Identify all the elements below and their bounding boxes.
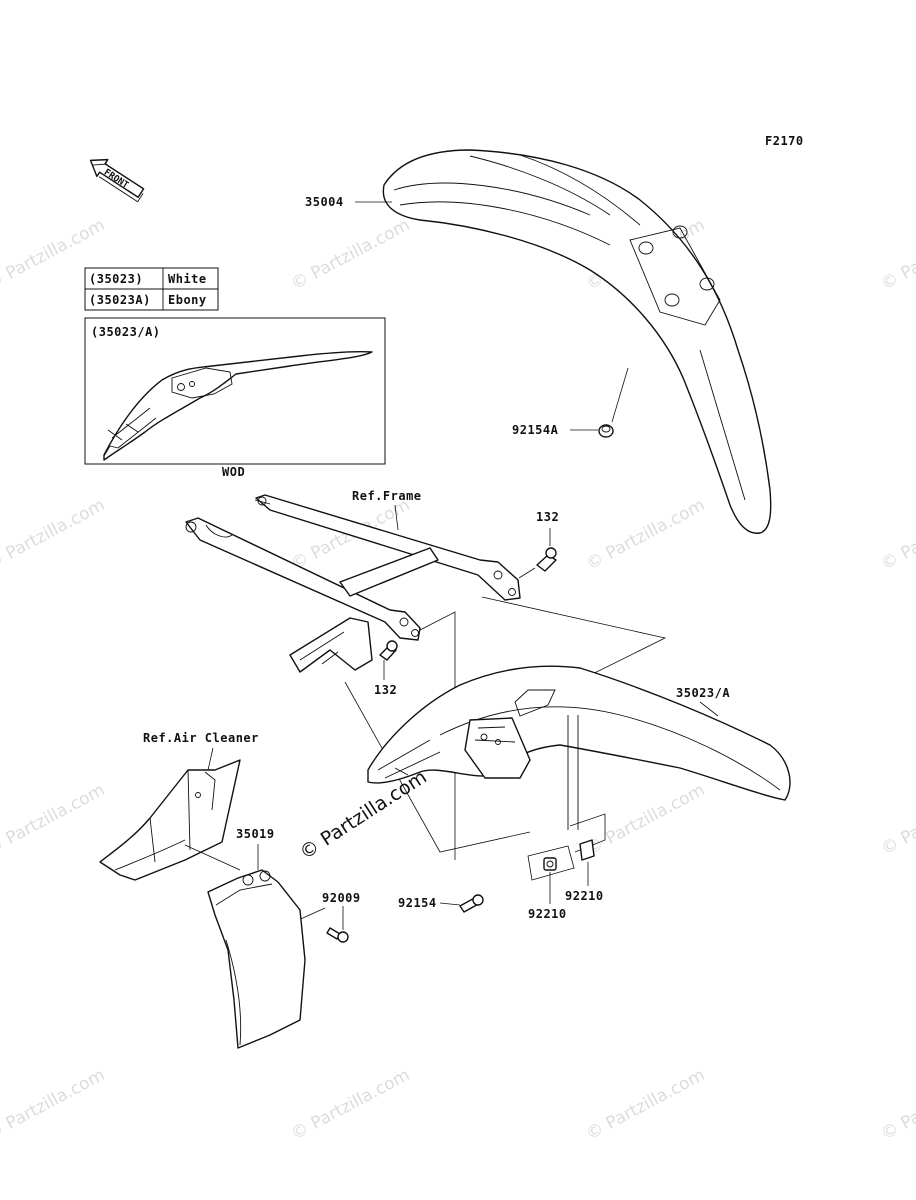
watermark: © Partzilla.com (0, 1065, 108, 1144)
watermark: © Partzilla.com (878, 780, 916, 859)
watermark: © Partzilla.com (878, 1065, 916, 1144)
color-table: (35023) White (35023A) Ebony (84, 267, 219, 311)
color-table-part: (35023) (89, 272, 143, 286)
callout-bolt-left: 132 (374, 683, 397, 697)
callout-front-fender: 35004 (305, 195, 344, 209)
inset-box: (35023/A) WOD (84, 317, 386, 479)
inset-fender-illustration (103, 350, 373, 461)
bolt-92154a: 92154A (512, 367, 629, 438)
callout-flap-bolt: 92009 (322, 891, 361, 905)
nut-92210-left: 92210 (527, 845, 575, 921)
watermark: © Partzilla.com (583, 1065, 708, 1144)
front-arrow-icon: FRONT (89, 158, 145, 203)
callout-nut-right: 92210 (565, 889, 604, 903)
watermark: © Partzilla.com (583, 780, 708, 859)
watermark: © Partzilla.com (0, 495, 108, 574)
watermark-center: © Partzilla.com (296, 766, 431, 864)
watermark: © Partzilla.com (878, 495, 916, 574)
air-cleaner-ref: Ref.Air Cleaner (99, 731, 259, 881)
diagram-code: F2170 (765, 134, 804, 148)
callout-rear-fender: 35023/A (676, 686, 730, 700)
watermark: © Partzilla.com (878, 215, 916, 294)
bolt-132-right: 132 (518, 510, 559, 579)
color-table-part: (35023A) (89, 293, 151, 307)
bolt-132-left: 132 (374, 640, 398, 697)
inset-title: (35023/A) (91, 325, 161, 339)
watermark: © Partzilla.com (288, 1065, 413, 1144)
watermark: © Partzilla.com (288, 215, 413, 294)
callout-mud-flap: 35019 (236, 827, 275, 841)
mud-flap: 35019 (207, 827, 306, 1049)
callout-bolt-right: 132 (536, 510, 559, 524)
rear-frame: Ref.Frame (185, 489, 521, 673)
color-table-color: Ebony (168, 293, 207, 307)
bolt-92154: 92154 (398, 894, 484, 913)
inset-caption: WOD (222, 465, 245, 479)
front-fender: 35004 (305, 149, 772, 534)
watermark: © Partzilla.com (0, 780, 108, 859)
callout-rear-bolt: 92154 (398, 896, 437, 910)
callout-ref-frame: Ref.Frame (352, 489, 422, 503)
nut-92210-right: 92210 (565, 813, 606, 903)
callout-front-fender-bolt: 92154A (512, 423, 559, 437)
callout-ref-air-cleaner: Ref.Air Cleaner (143, 731, 259, 745)
rear-fender: 35023/A (367, 665, 791, 830)
color-table-color: White (168, 272, 207, 286)
watermark: © Partzilla.com (583, 495, 708, 574)
callout-nut-left: 92210 (528, 907, 567, 921)
bolt-92009: 92009 (322, 891, 361, 943)
